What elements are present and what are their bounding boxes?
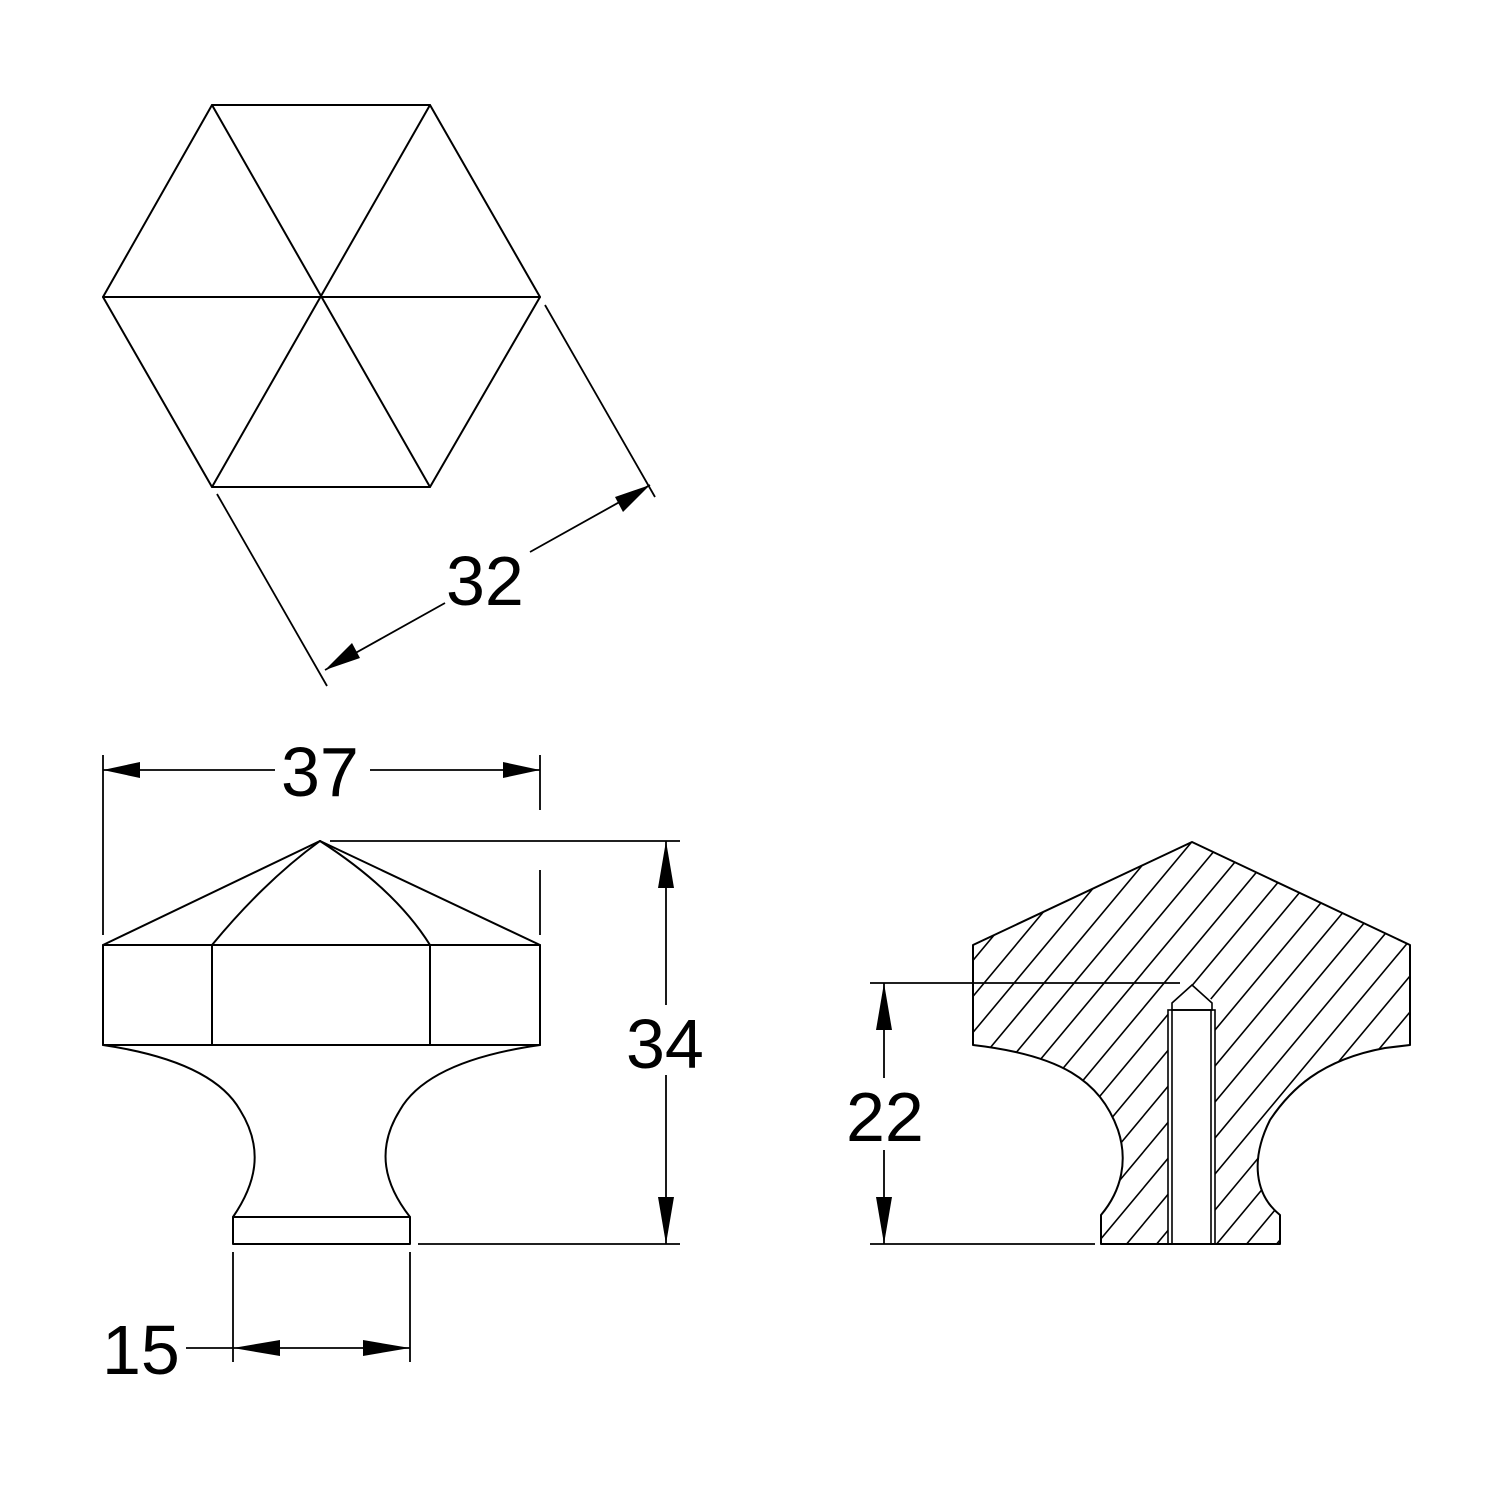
stem-right-curve xyxy=(384,1044,541,1218)
front-elevation xyxy=(102,840,541,1245)
arrowhead xyxy=(103,762,140,778)
facet-edge xyxy=(319,840,541,946)
facet-edge xyxy=(319,840,431,946)
dimension-overall-width: 37 xyxy=(102,733,541,935)
arrowhead xyxy=(363,1340,410,1356)
dimension-label-37: 37 xyxy=(281,733,359,811)
hatch-pattern xyxy=(973,842,1410,1244)
section-outline xyxy=(972,841,1411,1245)
section-view xyxy=(972,841,1411,1245)
facet-line xyxy=(211,104,431,488)
arrowhead xyxy=(503,762,540,778)
arrowhead xyxy=(876,1197,892,1244)
arrowhead xyxy=(615,485,650,512)
arrowhead xyxy=(876,983,892,1030)
screw-hole xyxy=(1167,983,1216,1245)
stem-left-curve xyxy=(102,1044,256,1218)
arrowhead xyxy=(233,1340,280,1356)
extension-line xyxy=(544,304,656,498)
base-ring xyxy=(232,1216,411,1245)
arrowhead xyxy=(325,643,360,670)
facet-edge xyxy=(102,840,321,946)
arrowhead xyxy=(658,1197,674,1244)
dimension-label-32: 32 xyxy=(446,542,524,620)
top-view-hexagon xyxy=(102,104,541,488)
dimension-label-34: 34 xyxy=(626,1005,704,1083)
dimension-screw-hole-depth: 22 xyxy=(846,982,1180,1245)
arrowhead xyxy=(658,841,674,888)
dimension-label-15: 15 xyxy=(102,1311,180,1389)
dimension-base-diameter: 15 xyxy=(102,1252,411,1389)
dimension-overall-height: 34 xyxy=(330,840,704,1245)
dimension-across-flats: 32 xyxy=(216,304,656,687)
hex-band xyxy=(102,944,541,1046)
facet-edge xyxy=(211,840,321,946)
extension-line xyxy=(216,493,328,687)
dimension-label-22: 22 xyxy=(846,1078,924,1156)
